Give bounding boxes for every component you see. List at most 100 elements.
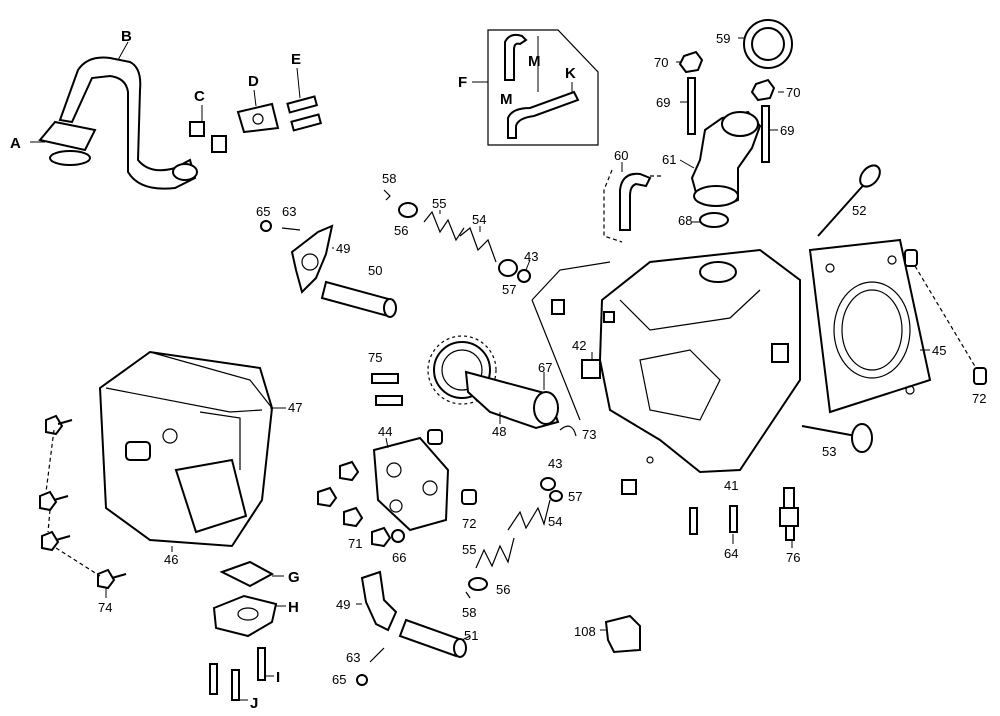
bolts-74: [39, 414, 127, 598]
callout-51: 51: [464, 628, 478, 643]
plug-42: [581, 352, 601, 379]
locknut-63-65-lower: [356, 647, 385, 686]
callout-57-lower: 57: [568, 489, 582, 504]
callout-a: A: [10, 135, 21, 152]
dowel-72-right: [904, 249, 987, 385]
callout-k: K: [565, 65, 576, 82]
cover-h: [212, 594, 286, 638]
cotter-58-upper: [383, 189, 391, 201]
camshaft-48: [464, 370, 560, 430]
callout-76: 76: [786, 550, 800, 565]
locknut-65-63-upper: [260, 220, 301, 232]
hose-inset-f: [472, 29, 599, 146]
callout-47: 47: [288, 400, 302, 415]
callout-b: B: [121, 28, 132, 45]
callout-41: 41: [724, 478, 738, 493]
callout-49-lower: 49: [336, 597, 350, 612]
plate-g: [219, 560, 284, 588]
callout-54-upper: 54: [472, 212, 486, 227]
valve-spring-55-upper: [423, 210, 465, 242]
o-ring-68: [692, 212, 729, 228]
callout-64: 64: [724, 546, 738, 561]
bolt-41-small: [551, 299, 654, 495]
callout-j: J: [250, 695, 258, 712]
callout-65-lower: 65: [332, 672, 346, 687]
bolts-75: [371, 373, 403, 406]
head-gasket-45: [808, 238, 932, 414]
seal-43-upper: [517, 259, 531, 283]
callout-h: H: [288, 599, 299, 616]
bolts-i-j: [209, 647, 274, 701]
callout-50: 50: [368, 263, 382, 278]
rocker-holder-44: [372, 436, 450, 532]
callout-56-lower: 56: [496, 582, 510, 597]
callout-54-lower: 54: [548, 514, 562, 529]
studs-69: [680, 77, 778, 163]
callout-74: 74: [98, 600, 112, 615]
cylinder-head-cover-47: [98, 350, 286, 552]
breather-pipe: [38, 56, 198, 190]
callout-f: F: [458, 74, 467, 91]
retainer-43-57-lower: [540, 477, 563, 502]
callout-61: 61: [662, 152, 676, 167]
callout-58-upper: 58: [382, 171, 396, 186]
callout-63-lower: 63: [346, 650, 360, 665]
callout-43-upper: 43: [524, 249, 538, 264]
valve-spring-55-lower: [475, 537, 515, 569]
callout-e: E: [291, 51, 301, 68]
valve-spring-54-lower: [507, 499, 551, 531]
callout-69-right: 69: [780, 123, 794, 138]
valve-52: [817, 164, 881, 237]
callout-45: 45: [932, 343, 946, 358]
valve-spring-54-upper: [459, 226, 497, 263]
callout-52: 52: [852, 203, 866, 218]
callout-66: 66: [392, 550, 406, 565]
callout-m-upper: M: [528, 53, 541, 70]
hose-60: [603, 162, 662, 243]
callout-73: 73: [582, 427, 596, 442]
valve-53: [801, 423, 873, 453]
clip-73: [559, 425, 577, 437]
callout-69-left: 69: [656, 95, 670, 110]
dowel-72-center: [427, 429, 477, 505]
callout-57-upper: 57: [502, 282, 516, 297]
callout-67: 67: [538, 360, 552, 375]
callout-75: 75: [368, 350, 382, 365]
gasket-d: [236, 89, 280, 134]
callout-53: 53: [822, 444, 836, 459]
callout-59: 59: [716, 31, 730, 46]
callout-d: D: [248, 73, 259, 90]
callout-55-lower: 55: [462, 542, 476, 557]
rocker-shaft-51: [398, 618, 471, 658]
bracket-108: [600, 614, 641, 654]
callout-44: 44: [378, 424, 392, 439]
callout-labels: A B C D E F M K M G H I J 41 42 43 43 44…: [10, 28, 986, 712]
callout-c: C: [194, 88, 205, 105]
callout-72-right: 72: [972, 391, 986, 406]
callout-63-upper: 63: [282, 204, 296, 219]
hose-clamp-59: [738, 19, 793, 69]
callout-46: 46: [164, 552, 178, 567]
callout-108: 108: [574, 624, 596, 639]
nut-70: [676, 50, 784, 102]
bolt-washer-c: [189, 105, 227, 153]
callout-m-lower: M: [500, 91, 513, 108]
rocker-arm-49-upper: [290, 224, 334, 294]
callout-70-left: 70: [654, 55, 668, 70]
seat-57-upper: [498, 259, 518, 277]
callout-43-lower: 43: [548, 456, 562, 471]
cylinder-head-41: [531, 248, 801, 474]
callout-72-center: 72: [462, 516, 476, 531]
callout-i: I: [276, 669, 280, 686]
callout-g: G: [288, 569, 300, 586]
callout-65-upper: 65: [256, 204, 270, 219]
nuts-71-66: [317, 460, 405, 548]
callout-56-upper: 56: [394, 223, 408, 238]
spark-plug-76: [779, 487, 799, 548]
retainer-56-upper: [398, 202, 418, 218]
callout-71: 71: [348, 536, 362, 551]
callout-68: 68: [678, 213, 692, 228]
intake-manifold-61: [679, 110, 762, 207]
callout-60: 60: [614, 148, 628, 163]
